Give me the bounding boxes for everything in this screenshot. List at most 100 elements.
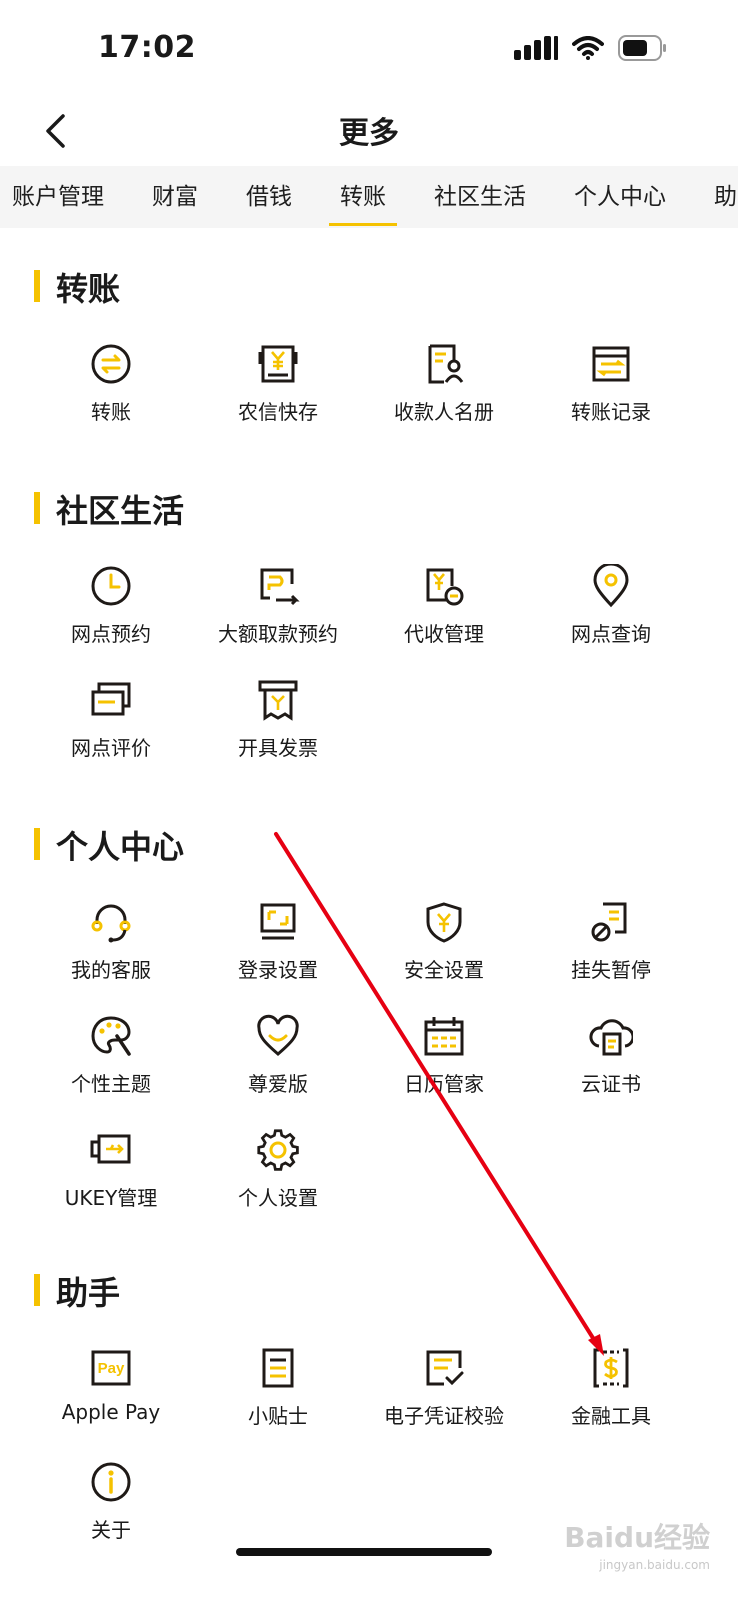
invoice-icon	[258, 680, 298, 721]
menu-item[interactable]: 网点评价	[26, 678, 196, 778]
watermark-url: jingyan.baidu.com	[599, 1558, 710, 1572]
menu-item-label: 小贴士	[248, 1404, 308, 1428]
menu-item-label: 收款人名册	[394, 400, 494, 424]
section-1: 社区生活 网点预约 大额取款预约 代收管理 网点查询 网点评价 开具发票	[0, 480, 738, 760]
menu-item-label: 云证书	[581, 1072, 641, 1096]
menu-item-label: 尊爱版	[248, 1072, 308, 1096]
menu-item-label: 挂失暂停	[571, 958, 651, 982]
signal-icon	[514, 36, 558, 64]
nav-bar: 更多	[0, 96, 738, 164]
section-accent-bar	[34, 492, 40, 524]
review-icon	[91, 682, 131, 716]
menu-item[interactable]: 收款人名册	[359, 342, 529, 442]
section-title: 转账	[56, 270, 121, 308]
collection-icon	[426, 568, 464, 606]
menu-item-label: 电子凭证校验	[384, 1404, 504, 1428]
menu-item-label: 代收管理	[404, 622, 484, 646]
menu-item[interactable]: 云证书	[526, 1014, 696, 1114]
section-header: 助手	[0, 1262, 738, 1322]
menu-item-label: 网点查询	[571, 622, 651, 646]
menu-item[interactable]: 代收管理	[359, 564, 529, 664]
menu-item[interactable]: 小贴士	[193, 1346, 363, 1446]
tab-1[interactable]: 财富	[152, 184, 198, 210]
menu-item[interactable]: 个人设置	[193, 1128, 363, 1228]
transfer-icon	[91, 344, 131, 384]
section-header: 社区生活	[0, 480, 738, 540]
watermark-brand: Baidu经验	[564, 1521, 710, 1554]
section-accent-bar	[34, 828, 40, 860]
menu-item-label: 我的客服	[71, 958, 151, 982]
section-accent-bar	[34, 1274, 40, 1306]
menu-item-label: 安全设置	[404, 958, 484, 982]
menu-item[interactable]: 金融工具	[526, 1346, 696, 1446]
tab-2[interactable]: 借钱	[246, 184, 292, 210]
tab-6[interactable]: 助	[714, 184, 737, 210]
menu-item[interactable]: 个性主题	[26, 1014, 196, 1114]
menu-item[interactable]: 电子凭证校验	[359, 1346, 529, 1446]
withdraw-appointment-icon	[260, 568, 300, 606]
ukey-icon	[90, 1134, 131, 1164]
login-monitor-icon	[260, 903, 296, 940]
tab-5[interactable]: 个人中心	[574, 184, 666, 210]
menu-item[interactable]: 网点查询	[526, 564, 696, 664]
section-0: 转账 转账 农信快存 收款人名册 转账记录	[0, 258, 738, 424]
menu-item-label: UKEY管理	[64, 1186, 158, 1210]
chevron-left-icon	[46, 114, 65, 148]
voucher-check-icon	[426, 1350, 464, 1386]
back-button[interactable]	[30, 106, 80, 156]
battery-icon	[618, 35, 668, 65]
headset-icon	[91, 904, 131, 943]
tab-3[interactable]: 转账	[316, 166, 410, 228]
section-header: 个人中心	[0, 816, 738, 876]
category-tab-bar: 账户管理 财富 借钱转账社区生活 个人中心 助	[0, 166, 738, 228]
menu-item[interactable]: 农信快存	[193, 342, 363, 442]
menu-item[interactable]: 网点预约	[26, 564, 196, 664]
gear-icon	[257, 1129, 299, 1171]
menu-item[interactable]: 转账记录	[526, 342, 696, 442]
section-accent-bar	[34, 270, 40, 302]
status-time: 17:02	[98, 30, 196, 65]
menu-item[interactable]: UKEY管理	[26, 1128, 196, 1228]
menu-item-label: 开具发票	[238, 736, 318, 760]
menu-item[interactable]: 开具发票	[193, 678, 363, 778]
section-3: 助手 Pay Apple Pay 小贴士 电子凭证校验 金融工具 关于	[0, 1262, 738, 1542]
svg-text:Pay: Pay	[98, 1360, 125, 1377]
menu-item[interactable]: 日历管家	[359, 1014, 529, 1114]
section-title: 助手	[56, 1274, 121, 1312]
menu-item[interactable]: Pay Apple Pay	[26, 1346, 196, 1446]
menu-item-label: 个人设置	[238, 1186, 318, 1210]
menu-item-label: 登录设置	[238, 958, 318, 982]
menu-item[interactable]: 关于	[26, 1460, 196, 1560]
menu-item-label: 网点评价	[71, 736, 151, 760]
menu-item[interactable]: 我的客服	[26, 900, 196, 1000]
menu-item[interactable]: 大额取款预约	[193, 564, 363, 664]
menu-item-label: Apple Pay	[61, 1400, 161, 1424]
menu-item[interactable]: 安全设置	[359, 900, 529, 1000]
info-icon	[91, 1462, 131, 1502]
clock-icon	[91, 566, 131, 606]
tab-4[interactable]: 社区生活	[434, 184, 526, 210]
section-title: 社区生活	[56, 492, 185, 530]
page-title: 更多	[339, 116, 399, 151]
shield-icon	[426, 902, 462, 943]
menu-item-label: 个性主题	[71, 1072, 151, 1096]
menu-item-label: 大额取款预约	[218, 622, 338, 646]
tab-row: 账户管理 财富 借钱转账社区生活 个人中心 助	[12, 166, 738, 228]
status-icons	[514, 34, 668, 66]
section-title: 个人中心	[56, 828, 185, 866]
menu-item[interactable]: 挂失暂停	[526, 900, 696, 1000]
menu-item-label: 关于	[91, 1518, 131, 1542]
menu-item[interactable]: 登录设置	[193, 900, 363, 1000]
palette-icon	[91, 1016, 131, 1056]
menu-item-label: 日历管家	[404, 1072, 484, 1096]
location-pin-icon	[593, 564, 629, 608]
tips-icon	[262, 1348, 294, 1388]
menu-item-label: 网点预约	[71, 622, 151, 646]
finance-tool-icon	[593, 1348, 629, 1388]
status-bar: 17:02	[0, 0, 738, 100]
cloud-cert-icon	[589, 1019, 633, 1056]
tab-0[interactable]: 账户管理	[12, 184, 104, 210]
section-header: 转账	[0, 258, 738, 318]
menu-item[interactable]: 尊爱版	[193, 1014, 363, 1114]
menu-item[interactable]: 转账	[26, 342, 196, 442]
